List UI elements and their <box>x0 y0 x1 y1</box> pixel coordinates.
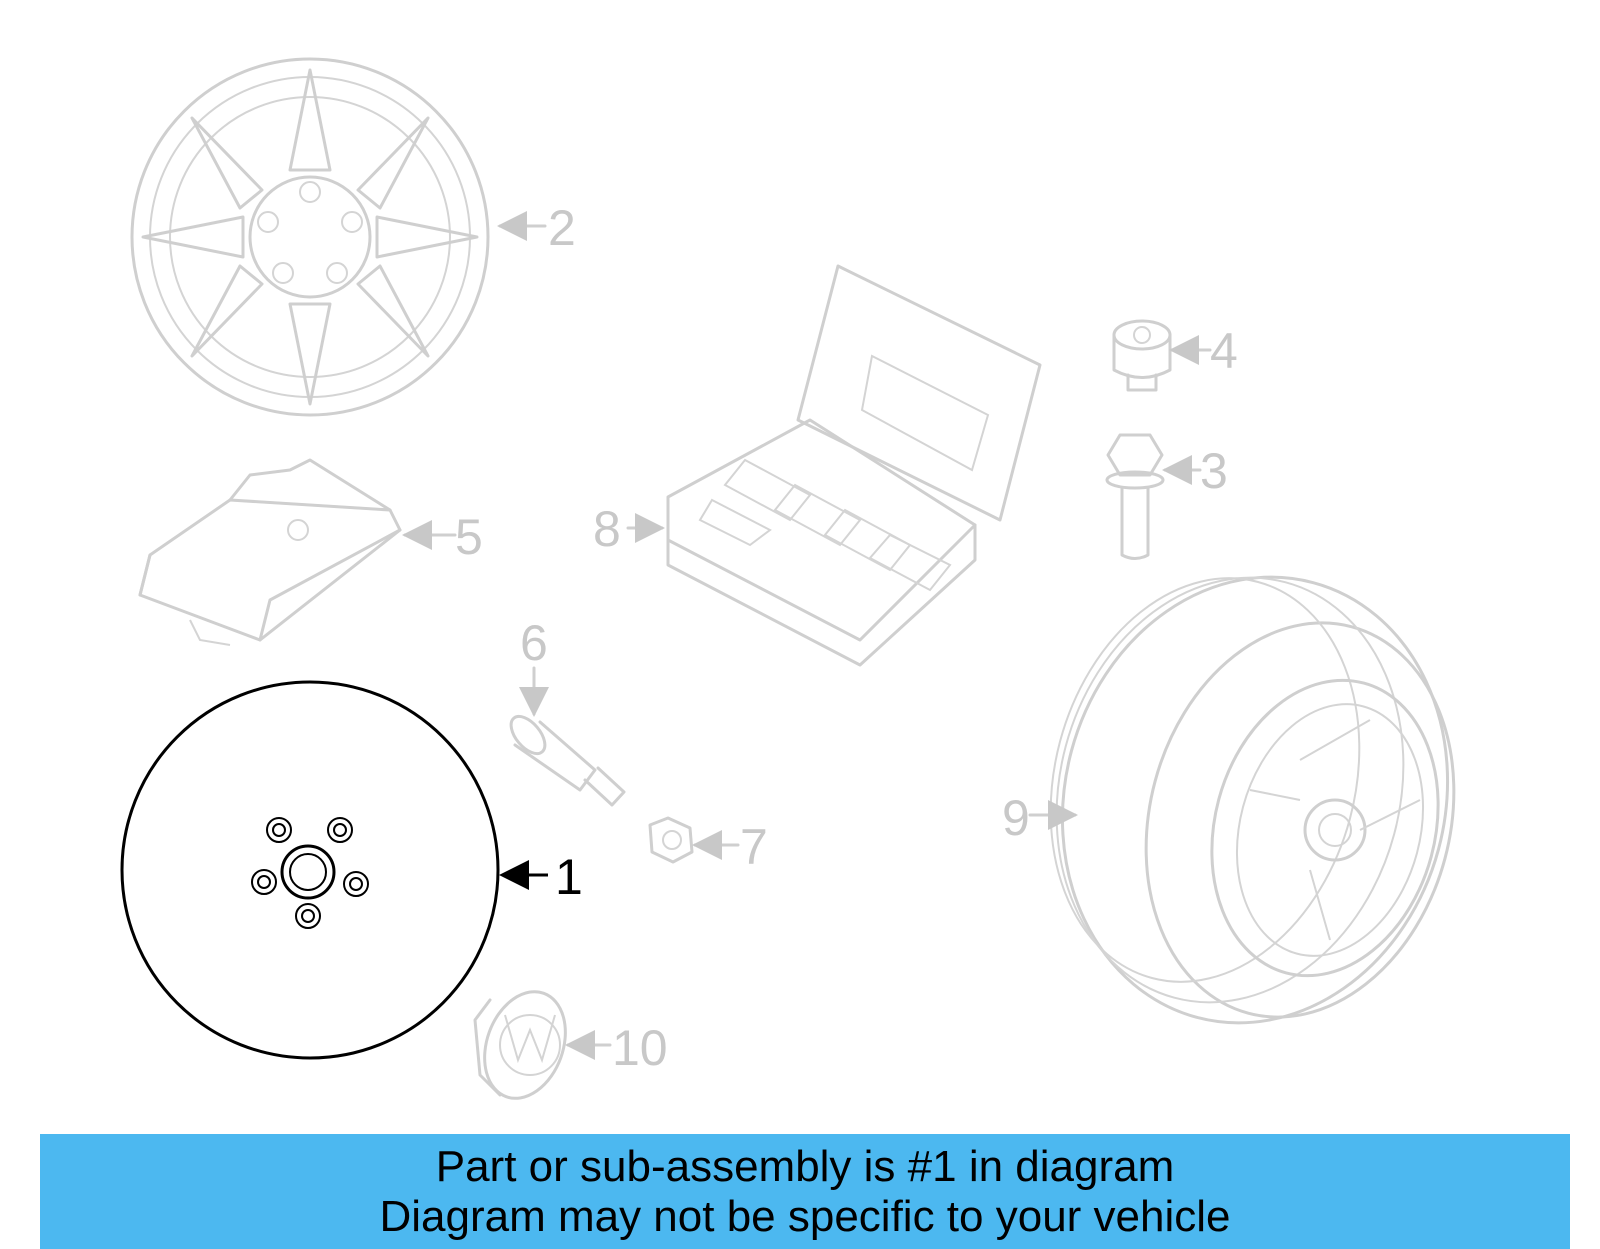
callout-9: 9 <box>1002 790 1030 846</box>
info-banner: Part or sub-assembly is #1 in diagram Di… <box>40 1134 1570 1249</box>
part-9-wheel-and-tire[interactable] <box>1007 533 1497 1066</box>
part-1-highlighted-wheel[interactable] <box>120 680 500 1060</box>
callout-6: 6 <box>520 615 548 671</box>
callout-2: 2 <box>548 200 576 256</box>
banner-line-disclaimer: Diagram may not be specific to your vehi… <box>379 1191 1231 1241</box>
callout-3: 3 <box>1200 443 1228 499</box>
callout-8: 8 <box>593 501 621 557</box>
callout-7: 7 <box>740 819 768 875</box>
banner-line-part-info: Part or sub-assembly is #1 in diagram <box>435 1141 1175 1191</box>
part-2-alloy-wheel[interactable] <box>130 57 490 417</box>
part-8-tool-case[interactable] <box>666 264 1042 667</box>
part-10-center-cap[interactable] <box>470 980 579 1109</box>
part-7-valve-nut[interactable] <box>648 816 694 864</box>
callout-1: 1 <box>555 849 583 905</box>
part-5-tpms-sensor[interactable] <box>138 458 402 646</box>
callout-5: 5 <box>455 509 483 565</box>
callout-4: 4 <box>1210 323 1238 379</box>
part-6-valve-stem[interactable] <box>505 710 626 807</box>
part-4-lock-bolt[interactable] <box>1112 319 1172 392</box>
callout-10: 10 <box>612 1020 668 1076</box>
part-3-wheel-bolt[interactable] <box>1105 433 1165 560</box>
